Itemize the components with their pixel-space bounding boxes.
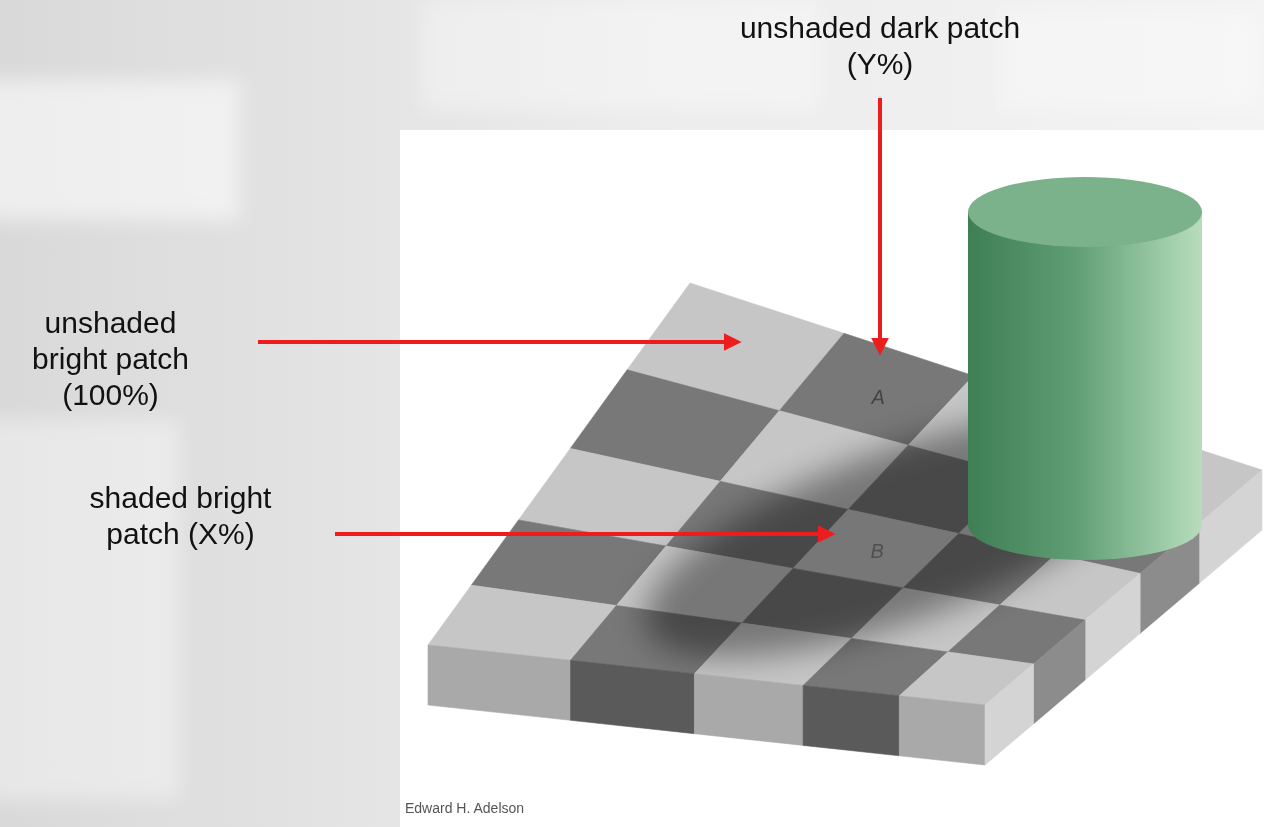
faded-shape: [0, 420, 180, 800]
board-side-face: [694, 674, 803, 746]
tile-letter: A: [871, 385, 884, 409]
pointer-arrow: [335, 532, 832, 536]
board-side-face: [985, 664, 1034, 765]
callout-label: unshaded dark patch (Y%): [730, 10, 1030, 82]
credit-text: Edward H. Adelson: [405, 800, 524, 817]
callout-label: shaded bright patch (X%): [88, 480, 273, 552]
board-side-face: [899, 696, 985, 765]
board-side-face: [571, 660, 695, 733]
faded-shape: [1000, 10, 1264, 110]
board-side-face: [428, 645, 571, 720]
board-side-face: [1199, 470, 1262, 584]
cylinder-top: [968, 177, 1202, 247]
background-shapes: [0, 0, 1264, 800]
callout-label: unshaded bright patch (100%): [18, 305, 203, 413]
cylinder-body: [968, 212, 1202, 560]
board-side-face: [803, 685, 899, 755]
red-arrows: [258, 98, 880, 534]
board-side-face: [1085, 573, 1140, 680]
green-cylinder: [968, 177, 1202, 560]
tile-letter: B: [871, 539, 884, 563]
pointer-arrow: [878, 98, 882, 352]
board-side-face: [1034, 620, 1086, 724]
faded-shape: [0, 80, 240, 220]
image-panel: [400, 130, 1264, 827]
pointer-arrow: [258, 340, 738, 344]
